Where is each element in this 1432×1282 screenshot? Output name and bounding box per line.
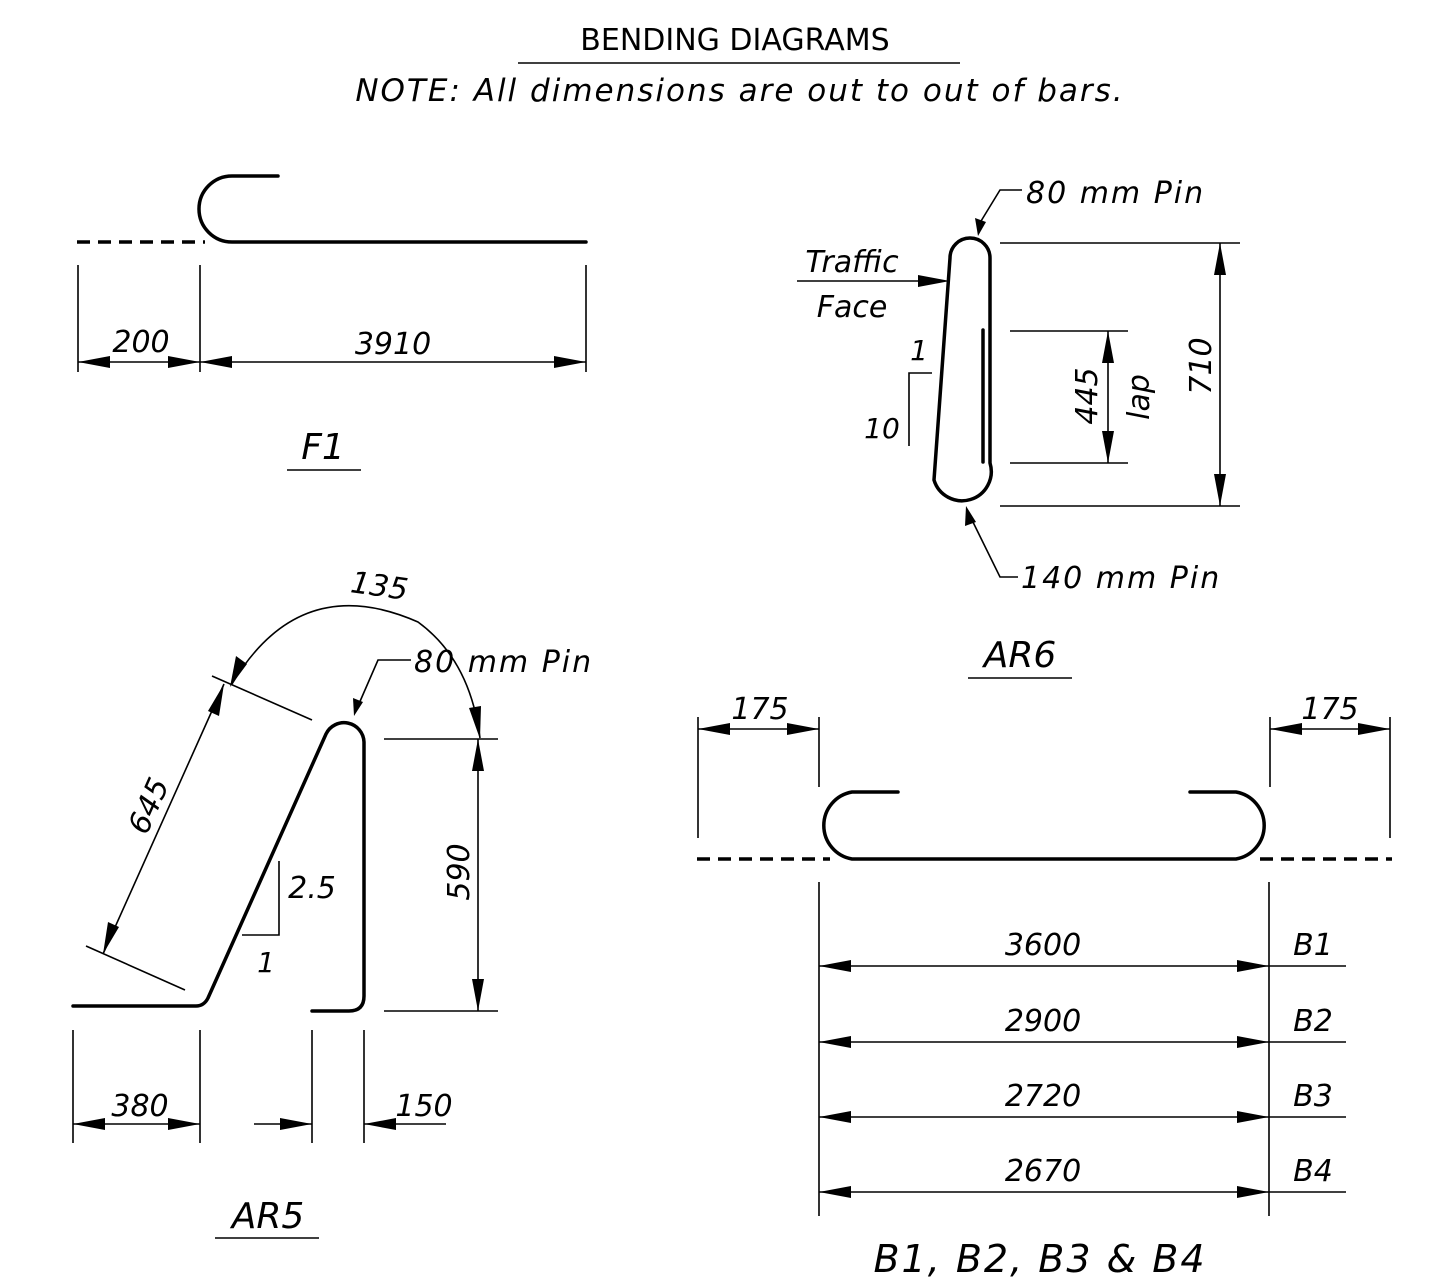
bbars-end-right-dim: 175: [1301, 692, 1358, 727]
ar6-arrowhead: [918, 275, 950, 287]
ar6-lap-length: 445: [1070, 367, 1105, 424]
ar5-arrowhead: [168, 1118, 200, 1130]
ar6-pin-bottom-leader: [969, 515, 1018, 578]
f1-arrowhead: [200, 356, 232, 368]
ar6-arrowhead: [1102, 431, 1114, 463]
page-title: BENDING DIAGRAMS: [580, 23, 889, 58]
bbars-row: 3600 B1: [819, 928, 1346, 972]
bbars-row-length: 3600: [1005, 928, 1081, 963]
ar6-arrowhead: [975, 218, 986, 236]
bbars-arrowhead: [1237, 1036, 1269, 1048]
bbars-bar-shape: [822, 790, 1266, 861]
bbars-arrowhead: [1237, 1186, 1269, 1198]
ar6-slope-rise: 10: [864, 412, 900, 445]
ar5-slope-rise: 2.5: [288, 871, 336, 906]
bbars-diagram: 175 175 3600 B1 2900 B2 2720: [697, 692, 1392, 1281]
ar6-label: AR6: [982, 635, 1057, 676]
ar5-arrowhead: [103, 922, 119, 954]
bbars-row-mark: B4: [1293, 1154, 1333, 1189]
ar5-arrowhead: [208, 684, 224, 716]
ar5-pin-leader: [357, 659, 411, 707]
bbars-row-mark: B3: [1293, 1079, 1333, 1114]
ar5-arrowhead: [472, 979, 484, 1011]
bbars-arrowhead: [1270, 723, 1302, 735]
bbars-arrowhead: [819, 960, 851, 972]
ar5-foot-dim: 380: [111, 1089, 168, 1124]
ar6-arrowhead: [1214, 474, 1226, 506]
ar6-slope-run: 1: [910, 334, 928, 367]
ar6-face-label: Face: [817, 290, 888, 325]
bbars-row: 2720 B3: [819, 1079, 1346, 1123]
ar5-bar-shape: [71, 720, 366, 1013]
bbars-caption: B1, B2, B3 & B4: [873, 1237, 1206, 1281]
ar6-height-dim: 710: [1184, 337, 1219, 394]
ar6-arrowhead: [1214, 243, 1226, 275]
ar6-arrowhead: [1102, 331, 1114, 363]
ar5-slant-dim-line: [102, 683, 225, 955]
bbars-arrowhead: [787, 723, 819, 735]
f1-dim-200: 200: [112, 325, 169, 360]
bbars-row-length: 2720: [1005, 1079, 1081, 1114]
bbars-arrowhead: [698, 723, 730, 735]
f1-arrowhead: [168, 356, 200, 368]
ar5-slope-triangle: [242, 861, 280, 936]
ar6-pin-top-label: 80 mm Pin: [1026, 176, 1205, 211]
ar5-arrowhead: [280, 1118, 312, 1130]
ar6-pin-top-leader: [977, 189, 1022, 227]
ar6-diagram: 80 mm Pin Traffic Face 1 10 445 lap 710 …: [797, 176, 1240, 679]
ar5-height-dim: 590: [442, 843, 477, 900]
ar5-label: AR5: [230, 1196, 305, 1237]
ar6-bar-shape: [932, 236, 994, 503]
bbars-arrowhead: [819, 1186, 851, 1198]
ar5-pin-label: 80 mm Pin: [414, 645, 593, 680]
ar5-diagram: 2.5 1 645 135 80 mm Pin 590 380: [71, 565, 593, 1239]
ar5-arrowhead: [472, 739, 484, 771]
ar6-arrowhead: [965, 506, 976, 526]
bbars-row: 2900 B2: [819, 1004, 1346, 1048]
ar5-ext-line: [85, 945, 186, 991]
bbars-arrowhead: [1237, 960, 1269, 972]
bbars-end-left-dim: 175: [731, 692, 788, 727]
bbars-row-length: 2670: [1005, 1154, 1081, 1189]
f1-diagram: 200 3910 F1: [77, 174, 588, 471]
bbars-arrowhead: [1237, 1111, 1269, 1123]
ar5-arrowhead: [364, 1118, 396, 1130]
bbars-arrowhead: [819, 1111, 851, 1123]
bbars-row-length: 2900: [1005, 1004, 1081, 1039]
ar5-arrowhead: [73, 1118, 105, 1130]
bbars-arrowhead: [1358, 723, 1390, 735]
ar5-angle-arc: [231, 604, 481, 739]
bbars-row-mark: B2: [1293, 1004, 1333, 1039]
ar6-pin-bottom-label: 140 mm Pin: [1021, 561, 1221, 596]
f1-bar-shape: [197, 174, 588, 244]
f1-arrowhead: [78, 356, 110, 368]
ar5-slope-run: 1: [257, 946, 275, 979]
general-note: NOTE: All dimensions are out to out of b…: [355, 73, 1124, 109]
ar5-arrowhead: [469, 706, 481, 739]
f1-arrowhead: [554, 356, 586, 368]
bbars-row-mark: B1: [1293, 928, 1333, 963]
f1-label: F1: [301, 427, 345, 468]
f1-dim-3910: 3910: [355, 327, 431, 362]
ar6-traffic-label: Traffic: [805, 245, 899, 280]
ar6-slope-triangle: [908, 372, 932, 446]
ar5-ext-line: [211, 675, 313, 721]
ar5-arrowhead: [353, 698, 363, 716]
bbars-arrowhead: [819, 1036, 851, 1048]
ar6-lap-label: lap: [1122, 374, 1157, 420]
bbars-row: 2670 B4: [819, 1154, 1346, 1198]
ar5-arrowhead: [230, 656, 247, 687]
ar5-angle: 135: [349, 565, 411, 608]
ar5-hook-dim: 150: [395, 1089, 452, 1124]
